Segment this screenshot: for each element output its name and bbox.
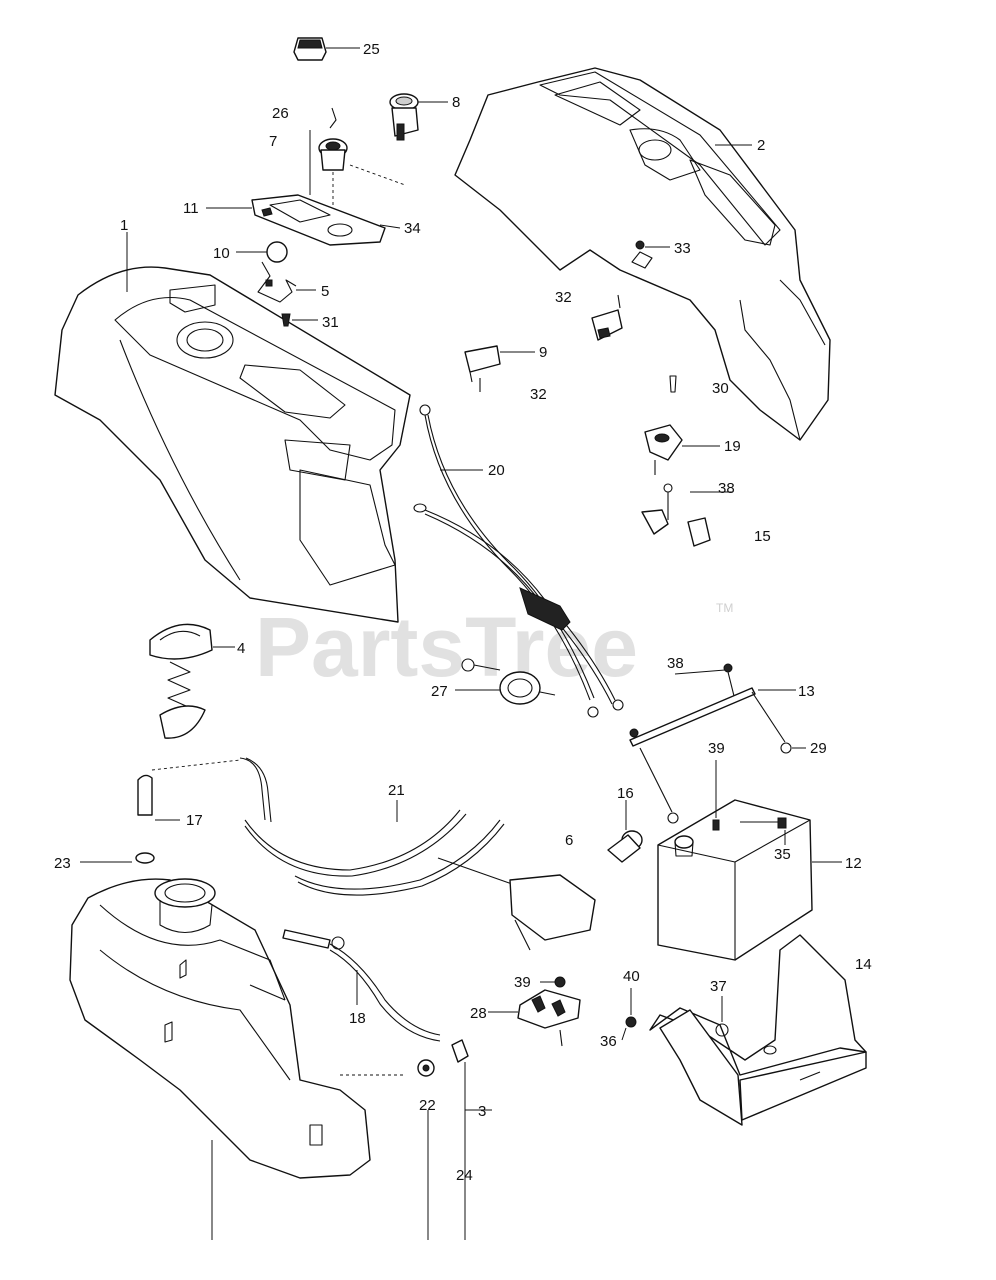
battery-tray-part[interactable] (625, 934, 867, 1126)
callout-37: 37 (710, 978, 727, 995)
callout-26: 26 (272, 105, 289, 122)
callout-38b: 38 (667, 655, 684, 672)
callout-36: 36 (600, 1033, 617, 1050)
callout-28: 28 (470, 1005, 487, 1022)
callout-labels: 1 2 3 4 5 6 7 8 9 10 11 12 13 14 15 16 1… (54, 41, 872, 1184)
callout-32b: 32 (530, 386, 547, 403)
callout-38a: 38 (718, 480, 735, 497)
callout-10: 10 (213, 245, 230, 262)
callout-27: 27 (431, 683, 448, 700)
callout-25: 25 (363, 41, 380, 58)
callout-24: 24 (456, 1167, 473, 1184)
callout-31: 31 (322, 314, 339, 331)
callout-4: 4 (237, 640, 245, 657)
extra-leaders (540, 491, 786, 1041)
callout-3: 3 (478, 1103, 486, 1120)
battery-clamp-part[interactable] (488, 976, 581, 1047)
callout-19: 19 (724, 438, 741, 455)
grommet-part[interactable] (417, 1039, 492, 1240)
terminal-cover-part[interactable] (607, 800, 643, 863)
relay-part[interactable] (464, 294, 623, 392)
callout-12: 12 (845, 855, 862, 872)
callout-14: 14 (855, 956, 872, 973)
callout-33: 33 (674, 240, 691, 257)
callout-6: 6 (565, 832, 573, 849)
rear-fender-part[interactable] (454, 67, 831, 441)
fuel-fitting-part[interactable] (80, 757, 272, 864)
wiring-harness-part[interactable] (244, 800, 596, 951)
battery-rod-part[interactable] (629, 663, 806, 824)
callout-8: 8 (452, 94, 460, 111)
callout-18: 18 (349, 1010, 366, 1027)
callout-13: 13 (798, 683, 815, 700)
callout-17: 17 (186, 812, 203, 829)
fender-screw-part[interactable] (631, 240, 670, 269)
callout-2: 2 (757, 137, 765, 154)
watermark-tm: TM (716, 601, 733, 615)
callout-7: 7 (269, 133, 277, 150)
callout-21: 21 (388, 782, 405, 799)
callout-9: 9 (539, 344, 547, 361)
switch-cap-part[interactable] (293, 37, 360, 61)
callout-1: 1 (120, 217, 128, 234)
knob-bracket-part[interactable] (236, 241, 318, 327)
power-socket-part[interactable] (641, 424, 720, 547)
callout-11: 11 (183, 200, 199, 217)
battery-part[interactable] (657, 799, 842, 961)
callout-32a: 32 (555, 289, 572, 306)
watermark-brand: PartsTree (255, 600, 638, 694)
callout-16: 16 (617, 785, 634, 802)
fuel-cap-part[interactable] (149, 623, 235, 739)
callout-30: 30 (712, 380, 729, 397)
screw-30-part[interactable] (669, 375, 677, 393)
coil-part[interactable] (455, 658, 556, 705)
callout-22: 22 (419, 1097, 436, 1114)
callout-5: 5 (321, 283, 329, 300)
callout-39a: 39 (708, 740, 725, 757)
fuel-hose-part[interactable] (282, 929, 441, 1042)
switch-part[interactable] (389, 93, 448, 141)
dash-plate-part[interactable] (206, 194, 401, 246)
callout-29: 29 (810, 740, 827, 757)
ignition-switch-part[interactable] (309, 107, 406, 205)
callout-15: 15 (754, 528, 771, 545)
callout-34: 34 (404, 220, 421, 237)
callout-40: 40 (623, 968, 640, 985)
callout-39b: 39 (514, 974, 531, 991)
callout-35: 35 (774, 846, 791, 863)
battery-cables-part[interactable] (413, 404, 624, 718)
callout-20: 20 (488, 462, 505, 479)
fuel-tank-part[interactable] (69, 878, 405, 1240)
callout-23: 23 (54, 855, 71, 872)
front-console-part[interactable] (54, 232, 411, 623)
